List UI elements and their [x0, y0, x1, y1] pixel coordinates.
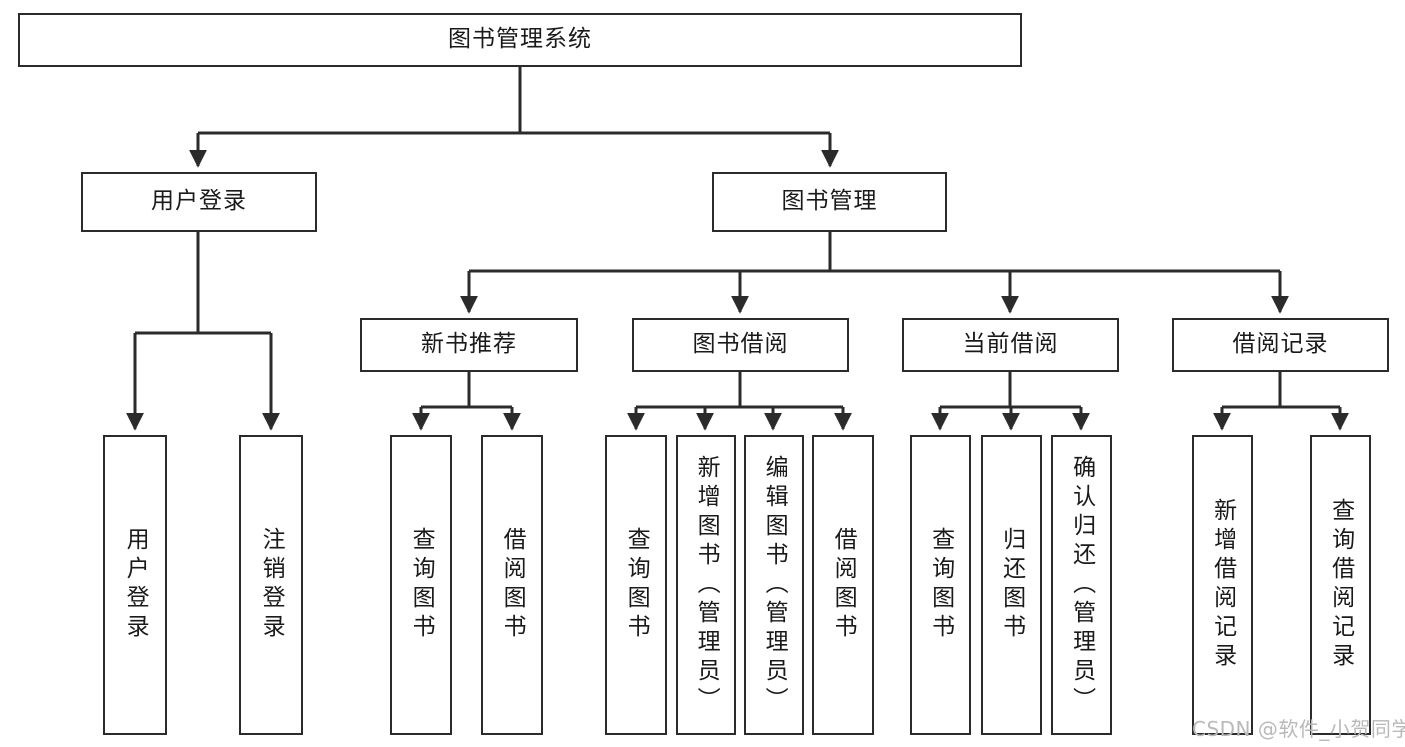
node-current-borrow[interactable]: 当前借阅 — [902, 318, 1119, 372]
node-new-book-recommend[interactable]: 新书推荐 — [360, 318, 578, 372]
watermark-text: CSDN @软件_小贺同学 — [1192, 717, 1405, 741]
node-leaf-user-login[interactable]: 用户登录 — [103, 435, 167, 735]
node-book-borrow[interactable]: 图书借阅 — [632, 318, 849, 372]
node-leaf-return-book[interactable]: 归还图书 — [981, 435, 1042, 735]
node-leaf-query-book-current[interactable]: 查询图书 — [910, 435, 971, 735]
node-leaf-query-borrow-record[interactable]: 查询借阅记录 — [1310, 435, 1371, 735]
edge-group-borrow-record — [1213, 372, 1349, 431]
node-leaf-query-book-recommend[interactable]: 查询图书 — [390, 435, 452, 735]
node-leaf-add-book-admin[interactable]: 新增图书（管理员） — [676, 435, 736, 735]
edge-group-root — [189, 67, 839, 168]
node-leaf-confirm-return-admin[interactable]: 确认归还（管理员） — [1051, 435, 1112, 735]
edge-group-book-borrow — [627, 372, 852, 431]
node-leaf-borrow-book[interactable]: 借阅图书 — [812, 435, 874, 735]
node-root-book-management-system[interactable]: 图书管理系统 — [18, 13, 1022, 67]
edge-group-user-login — [126, 232, 280, 431]
edge-group-current-borrow — [931, 372, 1090, 431]
node-borrow-record[interactable]: 借阅记录 — [1172, 318, 1389, 372]
edge-group-book-management — [460, 232, 1289, 314]
node-leaf-borrow-book-recommend[interactable]: 借阅图书 — [481, 435, 543, 735]
node-leaf-logout-login[interactable]: 注销登录 — [239, 435, 303, 735]
node-leaf-query-book-borrow[interactable]: 查询图书 — [605, 435, 667, 735]
node-book-management[interactable]: 图书管理 — [712, 172, 947, 232]
node-leaf-add-borrow-record[interactable]: 新增借阅记录 — [1192, 435, 1253, 735]
edge-group-new-book-recommend — [412, 372, 521, 431]
node-leaf-edit-book-admin[interactable]: 编辑图书（管理员） — [744, 435, 804, 735]
node-user-login[interactable]: 用户登录 — [81, 172, 317, 232]
